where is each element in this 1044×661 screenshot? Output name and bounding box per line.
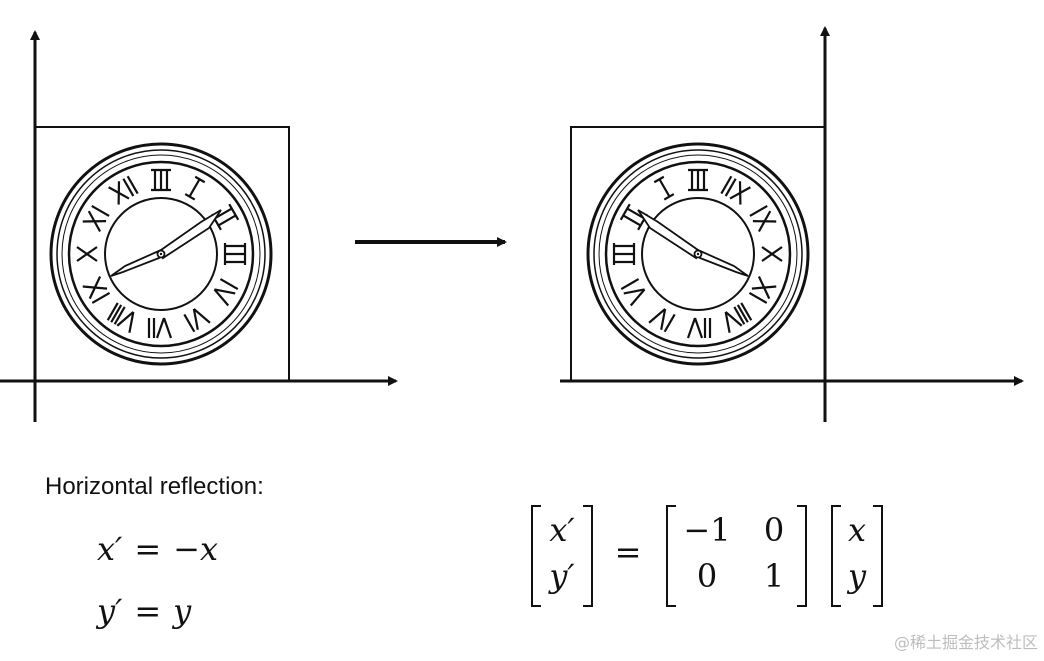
clock-icon-original	[49, 142, 273, 366]
matrix-equals: =	[614, 533, 642, 571]
matrix-cell-1-0: 0	[696, 557, 718, 595]
matrix-cell-0-0: −1	[683, 511, 731, 549]
right-image-frame	[570, 126, 826, 382]
matrix-cell-0-1: 0	[763, 511, 785, 549]
transform-matrix: −1 0 0 1	[666, 505, 807, 607]
rhs-cell-0: x	[847, 511, 867, 549]
eq-x-lhs: x′	[97, 530, 123, 568]
equation-y: y′ = y	[97, 592, 191, 630]
eq-y-rhs: y	[173, 592, 192, 630]
right-axes	[560, 26, 1024, 422]
matrix-rhs-vector: x y	[831, 505, 883, 607]
lhs-cell-1: y′	[549, 557, 575, 595]
equation-x: x′ = −x	[97, 530, 218, 568]
matrix-lhs-vector: x′ y′	[531, 505, 593, 607]
matrix-cell-1-1: 1	[763, 557, 785, 595]
left-image-frame	[34, 126, 290, 382]
eq-x-equals: =	[134, 530, 162, 568]
lhs-cell-0: x′	[549, 511, 575, 549]
eq-y-equals: =	[134, 592, 162, 630]
caption: Horizontal reflection:	[45, 473, 264, 500]
rhs-cell-1: y	[847, 557, 867, 595]
eq-x-rhs: −x	[173, 530, 218, 568]
clock-icon-reflected	[586, 142, 810, 366]
watermark: @稀土掘金技术社区	[893, 633, 1038, 652]
eq-y-lhs: y′	[97, 592, 123, 630]
